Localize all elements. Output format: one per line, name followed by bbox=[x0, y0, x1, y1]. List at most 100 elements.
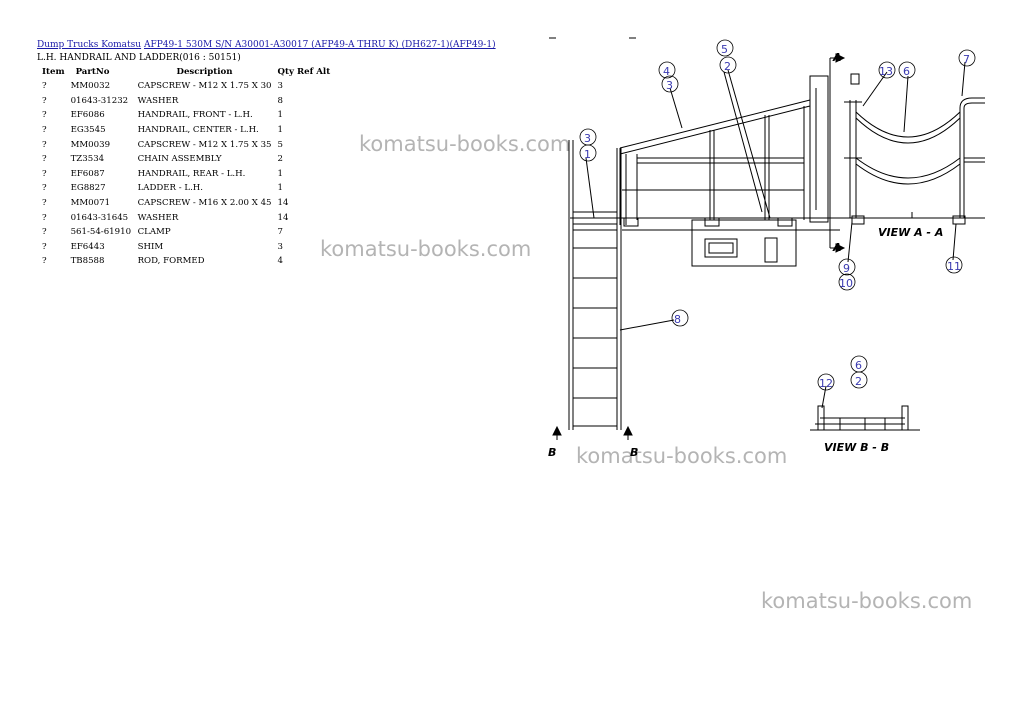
view-a-a-label: VIEW A - A bbox=[878, 226, 943, 239]
table-row: ? 01643-31232 WASHER 8 bbox=[37, 94, 333, 109]
exploded-diagram: 5 2 4 3 3 1 8 13 6 7 9 10 11 6 2 12 A A … bbox=[548, 37, 985, 459]
col-item: Item bbox=[42, 67, 65, 77]
breadcrumb-link-model[interactable]: AFP49-1 530M S/N A30001-A30017 (AFP49-A … bbox=[143, 40, 496, 50]
col-partno: PartNo bbox=[75, 67, 110, 77]
row-partno: MM0071 bbox=[70, 198, 111, 209]
row-partno: 01643-31232 bbox=[70, 95, 129, 106]
row-qty: 14 bbox=[277, 198, 289, 209]
row-qty: 3 bbox=[277, 81, 283, 92]
col-ref: Ref bbox=[296, 67, 314, 77]
row-partno: MM0039 bbox=[70, 139, 111, 150]
row-item: ? bbox=[42, 212, 47, 223]
row-description: SHIM bbox=[137, 241, 164, 252]
row-partno: TB8588 bbox=[70, 256, 105, 267]
table-row: ? EF6087 HANDRAIL, REAR - L.H. 1 bbox=[37, 167, 333, 182]
row-qty: 1 bbox=[277, 125, 283, 136]
row-description: HANDRAIL, FRONT - L.H. bbox=[137, 110, 253, 121]
table-row: ? MM0071 CAPSCREW - M16 X 2.00 X 45 14 bbox=[37, 196, 333, 211]
section-b-label-right: B bbox=[630, 446, 638, 459]
row-qty: 8 bbox=[277, 95, 283, 106]
row-description: LADDER - L.H. bbox=[137, 183, 204, 194]
row-partno: EG8827 bbox=[70, 183, 106, 194]
callout-4: 4 bbox=[663, 65, 670, 78]
watermark: komatsu-books.com bbox=[761, 589, 973, 613]
row-description: WASHER bbox=[137, 95, 179, 106]
row-qty: 5 bbox=[277, 139, 283, 150]
row-partno: EF6443 bbox=[70, 241, 105, 252]
row-qty: 3 bbox=[277, 241, 283, 252]
row-qty: 1 bbox=[277, 110, 283, 121]
section-b-label-left: B bbox=[548, 446, 556, 459]
breadcrumb-link-dump-trucks[interactable]: Dump Trucks Komatsu bbox=[37, 40, 142, 50]
table-row: ? TZ3534 CHAIN ASSEMBLY 2 bbox=[37, 152, 333, 167]
row-qty: 1 bbox=[277, 168, 283, 179]
callout-9: 9 bbox=[843, 262, 850, 275]
parts-table: Item PartNo Description Qty Ref Alt ? MM0… bbox=[37, 66, 333, 269]
row-item: ? bbox=[42, 198, 47, 209]
callout-5: 5 bbox=[721, 43, 728, 56]
table-row: ? EF6086 HANDRAIL, FRONT - L.H. 1 bbox=[37, 108, 333, 123]
callout-2-view-b: 2 bbox=[855, 375, 862, 388]
callout-8: 8 bbox=[674, 313, 681, 326]
row-description: CHAIN ASSEMBLY bbox=[137, 154, 222, 165]
row-item: ? bbox=[42, 227, 47, 238]
row-item: ? bbox=[42, 125, 47, 136]
row-item: ? bbox=[42, 154, 47, 165]
row-description: CAPSCREW - M16 X 2.00 X 45 bbox=[137, 198, 272, 209]
page-title: L.H. HANDRAIL AND LADDER(016 : 50151) bbox=[37, 53, 241, 63]
callout-1: 1 bbox=[584, 148, 591, 161]
row-qty: 4 bbox=[277, 256, 283, 267]
row-partno: 561-54-61910 bbox=[70, 227, 132, 238]
callout-12: 12 bbox=[819, 377, 833, 390]
watermark: komatsu-books.com bbox=[320, 237, 532, 261]
col-qty: Qty Ref Alt bbox=[277, 67, 331, 77]
row-item: ? bbox=[42, 168, 47, 179]
table-row: ? MM0032 CAPSCREW - M12 X 1.75 X 30 3 bbox=[37, 79, 333, 94]
callout-3-ladder: 3 bbox=[584, 132, 591, 145]
row-item: ? bbox=[42, 256, 47, 267]
watermark: komatsu-books.com bbox=[359, 132, 571, 156]
row-description: CLAMP bbox=[137, 227, 171, 238]
row-partno: EG3545 bbox=[70, 125, 106, 136]
row-qty: 7 bbox=[277, 227, 283, 238]
callout-3: 3 bbox=[666, 79, 673, 92]
row-qty: 1 bbox=[277, 183, 283, 194]
col-alt: Alt bbox=[316, 67, 331, 77]
table-row: ? 561-54-61910 CLAMP 7 bbox=[37, 225, 333, 240]
table-row: ? EG8827 LADDER - L.H. 1 bbox=[37, 181, 333, 196]
view-b-b-label: VIEW B - B bbox=[824, 441, 889, 454]
row-item: ? bbox=[42, 95, 47, 106]
callout-10: 10 bbox=[839, 277, 853, 290]
row-item: ? bbox=[42, 139, 47, 150]
row-item: ? bbox=[42, 183, 47, 194]
callout-7: 7 bbox=[963, 53, 970, 66]
row-partno: EF6086 bbox=[70, 110, 105, 121]
row-description: WASHER bbox=[137, 212, 179, 223]
row-partno: MM0032 bbox=[70, 81, 111, 92]
table-header-row: Item PartNo Description Qty Ref Alt bbox=[37, 66, 333, 79]
callout-6: 6 bbox=[903, 65, 910, 78]
row-description: CAPSCREW - M12 X 1.75 X 30 bbox=[137, 81, 272, 92]
row-item: ? bbox=[42, 241, 47, 252]
row-description: HANDRAIL, REAR - L.H. bbox=[137, 168, 246, 179]
section-a-label-top: A bbox=[832, 51, 842, 64]
row-partno: TZ3534 bbox=[70, 154, 105, 165]
callout-6-view-b: 6 bbox=[855, 359, 862, 372]
row-description: HANDRAIL, CENTER - L.H. bbox=[137, 125, 259, 136]
row-description: CAPSCREW - M12 X 1.75 X 35 bbox=[137, 139, 272, 150]
row-qty: 14 bbox=[277, 212, 289, 223]
callout-2: 2 bbox=[724, 60, 731, 73]
callout-11: 11 bbox=[947, 260, 961, 273]
table-row: ? 01643-31645 WASHER 14 bbox=[37, 210, 333, 225]
row-qty: 2 bbox=[277, 154, 283, 165]
table-row: ? EG3545 HANDRAIL, CENTER - L.H. 1 bbox=[37, 123, 333, 138]
callout-13: 13 bbox=[879, 65, 893, 78]
row-partno: EF6087 bbox=[70, 168, 105, 179]
table-row: ? MM0039 CAPSCREW - M12 X 1.75 X 35 5 bbox=[37, 137, 333, 152]
table-row: ? EF6443 SHIM 3 bbox=[37, 240, 333, 255]
row-partno: 01643-31645 bbox=[70, 212, 129, 223]
col-description: Description bbox=[176, 67, 233, 77]
row-item: ? bbox=[42, 81, 47, 92]
row-item: ? bbox=[42, 110, 47, 121]
